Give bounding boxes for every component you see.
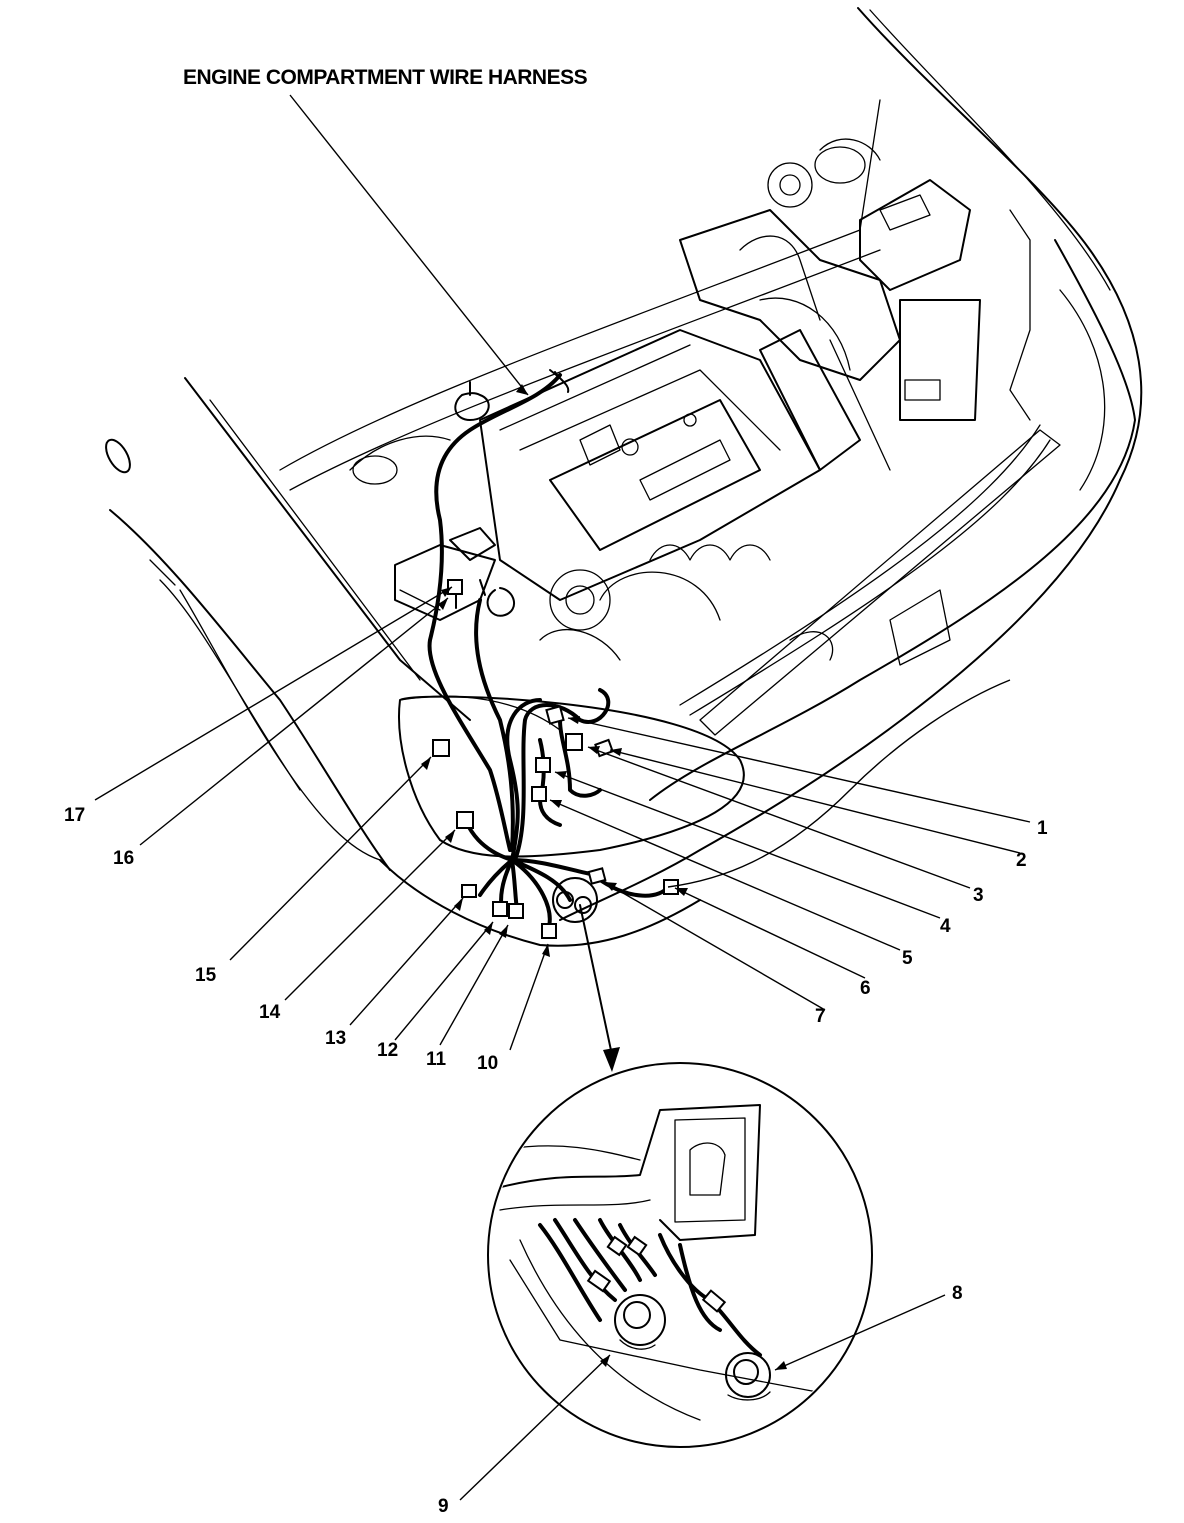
- callout-9: 9: [438, 1496, 449, 1517]
- callout-10: 10: [477, 1053, 499, 1074]
- detail-view: [487, 1062, 873, 1448]
- car-body: [105, 7, 1143, 947]
- callout-11: 11: [426, 1049, 447, 1070]
- callout-2: 2: [1016, 850, 1027, 871]
- callout-7: 7: [815, 1006, 826, 1027]
- diagram-title: ENGINE COMPARTMENT WIRE HARNESS: [183, 66, 588, 89]
- callout-8: 8: [952, 1283, 963, 1304]
- callout-14: 14: [259, 1002, 281, 1023]
- callout-16: 16: [113, 848, 135, 869]
- callout-13: 13: [325, 1028, 347, 1049]
- connectors: [432, 579, 679, 939]
- callout-15: 15: [195, 965, 217, 986]
- callout-17: 17: [64, 805, 86, 826]
- callout-5: 5: [902, 948, 913, 969]
- leader-lines: [94, 94, 1031, 1501]
- callout-1: 1: [1037, 818, 1048, 839]
- callout-6: 6: [860, 978, 871, 999]
- callout-3: 3: [973, 885, 984, 906]
- callout-12: 12: [377, 1040, 399, 1061]
- callout-4: 4: [940, 916, 951, 937]
